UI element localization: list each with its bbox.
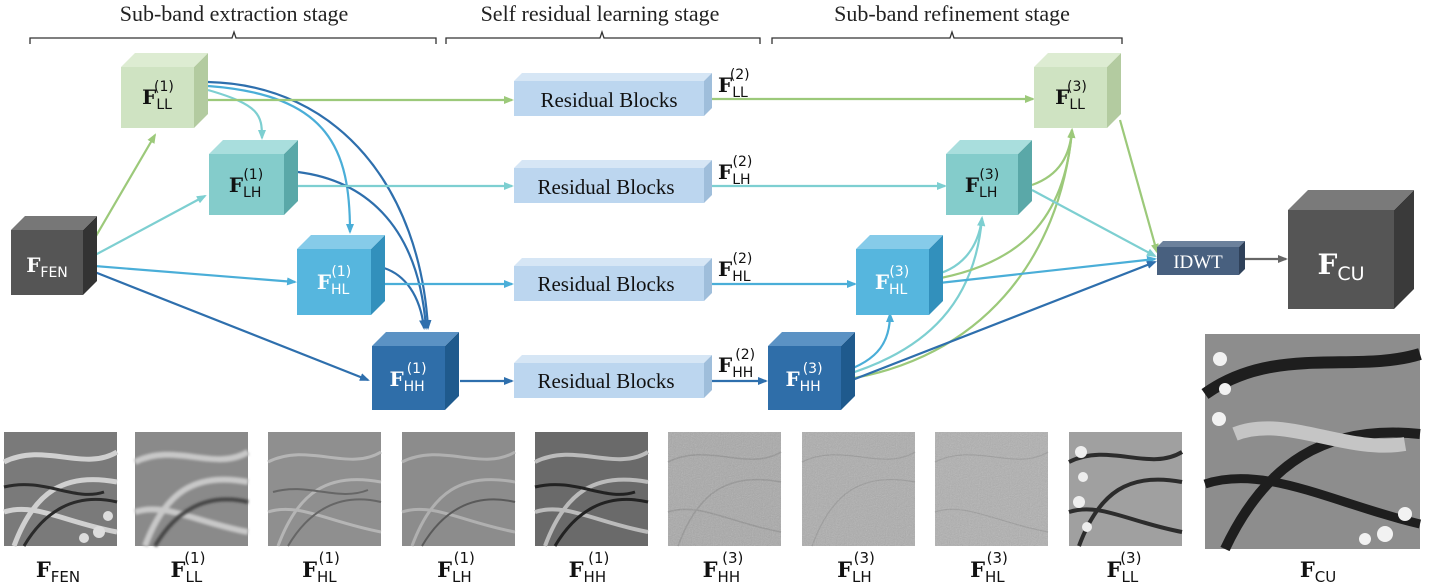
arrow-ll1-to-hl1 — [207, 84, 354, 234]
idwt-block: IDWT — [1157, 241, 1245, 275]
cube-hh3: FHH(3) — [768, 332, 855, 410]
caption-ll3: FLL(3) — [1107, 549, 1142, 586]
cube-hl1: FHL(1) — [297, 235, 385, 315]
thumb-image-hl1 — [267, 432, 382, 547]
hl2-label: FHL(2) — [718, 251, 752, 285]
cube-fcu: FCU — [1288, 190, 1414, 309]
arrow-fen-to-hl1 — [81, 263, 297, 286]
thumb-image-ll3 — [1068, 432, 1184, 547]
thumb-image-fen — [2, 432, 119, 547]
connections — [81, 80, 1288, 386]
caption-lh3: FLH(3) — [837, 549, 875, 586]
arrow-fen-to-lh1 — [81, 195, 207, 263]
cube-lh3: FLH(3) — [946, 140, 1032, 215]
cube-hh1: FHH(1) — [372, 332, 459, 410]
thumb-image-fcu — [1201, 334, 1422, 552]
stage-headers: Sub-band extraction stage Self residual … — [29, 1, 1123, 44]
arrow-ll3-to-idwt — [1118, 119, 1159, 254]
stage-residual-title: Self residual learning stage — [481, 1, 720, 26]
thumb-image-lh1 — [401, 432, 516, 547]
caption-fcu: FCU — [1300, 557, 1336, 586]
residual-block-ll-label: Residual Blocks — [540, 88, 677, 112]
ll1-label: FLL(1) — [142, 79, 174, 113]
arrow-ll1-to-lh1 — [207, 88, 266, 140]
thumb-image-hl3 — [934, 432, 1049, 546]
arrow-hl1-to-hh1 — [383, 266, 428, 330]
thumb-image-lh3 — [801, 432, 916, 547]
stage-refinement-title: Sub-band refinement stage — [834, 1, 1070, 26]
lh3-label: FLH(3) — [965, 167, 999, 201]
cube-ll1: FLL(1) — [121, 53, 208, 128]
arrow-hh3-to-lh3 — [841, 216, 986, 378]
arrow-ll1-to-hh1 — [207, 80, 432, 330]
lh1-label: FLH(1) — [229, 167, 263, 201]
arrow-lh3-to-ll3 — [1031, 128, 1076, 187]
ll2-label: FLL(2) — [718, 67, 750, 101]
thumbnail-row — [2, 334, 1422, 552]
residual-block-hl-label: Residual Blocks — [537, 272, 674, 296]
stage-extraction-bracket — [29, 29, 437, 44]
thumbnail-captions: FFEN FLL(1) FHL(1) FLH(1) FHH(1) FHH(3) … — [36, 549, 1336, 586]
hh2-label: FHH(2) — [718, 347, 755, 381]
residual-block-ll: Residual Blocks — [514, 73, 712, 116]
caption-lh1: FLH(1) — [437, 549, 475, 586]
caption-hl1: FHL(1) — [302, 549, 340, 586]
stage-refinement-bracket — [771, 29, 1123, 44]
caption-hl3: FHL(3) — [970, 549, 1008, 586]
residual-block-lh: Residual Blocks — [514, 160, 712, 203]
caption-fen: FFEN — [36, 557, 80, 586]
lh2-label: FLH(2) — [718, 154, 752, 188]
hh3-label: FHH(3) — [785, 361, 822, 395]
cube-ll3: FLL(3) — [1034, 53, 1121, 128]
hh1-label: FHH(1) — [389, 361, 426, 395]
fcu-label: FCU — [1317, 248, 1364, 285]
residual-block-hl: Residual Blocks — [514, 258, 712, 301]
caption-hh1: FHH(1) — [569, 549, 610, 586]
thumb-image-ll1 — [133, 432, 250, 548]
hl1-label: FHL(1) — [317, 264, 351, 298]
thumb-image-hh1 — [534, 432, 650, 547]
cube-hl3: FHL(3) — [856, 235, 943, 315]
fen-label: FFEN — [26, 253, 68, 281]
residual-block-hh: Residual Blocks — [514, 355, 712, 398]
idwt-label: IDWT — [1173, 252, 1223, 273]
arrow-hl3-to-idwt — [929, 255, 1157, 286]
residual-block-hh-label: Residual Blocks — [537, 369, 674, 393]
arrow-hl3-to-ll3 — [929, 128, 1076, 282]
arrow-lh3-to-idwt — [1031, 189, 1157, 257]
arrow-fen-to-hh1 — [81, 265, 370, 382]
arrow-hh3-to-idwt — [841, 260, 1157, 386]
cube-fen: FFEN — [11, 216, 97, 295]
caption-ll1: FLL(1) — [171, 549, 206, 586]
ll3-label: FLL(3) — [1055, 79, 1087, 113]
stage-extraction-title: Sub-band extraction stage — [120, 1, 349, 26]
hl3-label: FHL(3) — [875, 264, 909, 298]
residual-block-lh-label: Residual Blocks — [537, 175, 674, 199]
arrow-lh1-to-hh1 — [297, 170, 430, 330]
caption-hh3: FHH(3) — [703, 549, 744, 586]
stage-residual-bracket — [445, 29, 761, 44]
thumb-image-hh3 — [667, 432, 782, 547]
cube-lh1: FLH(1) — [209, 140, 298, 215]
